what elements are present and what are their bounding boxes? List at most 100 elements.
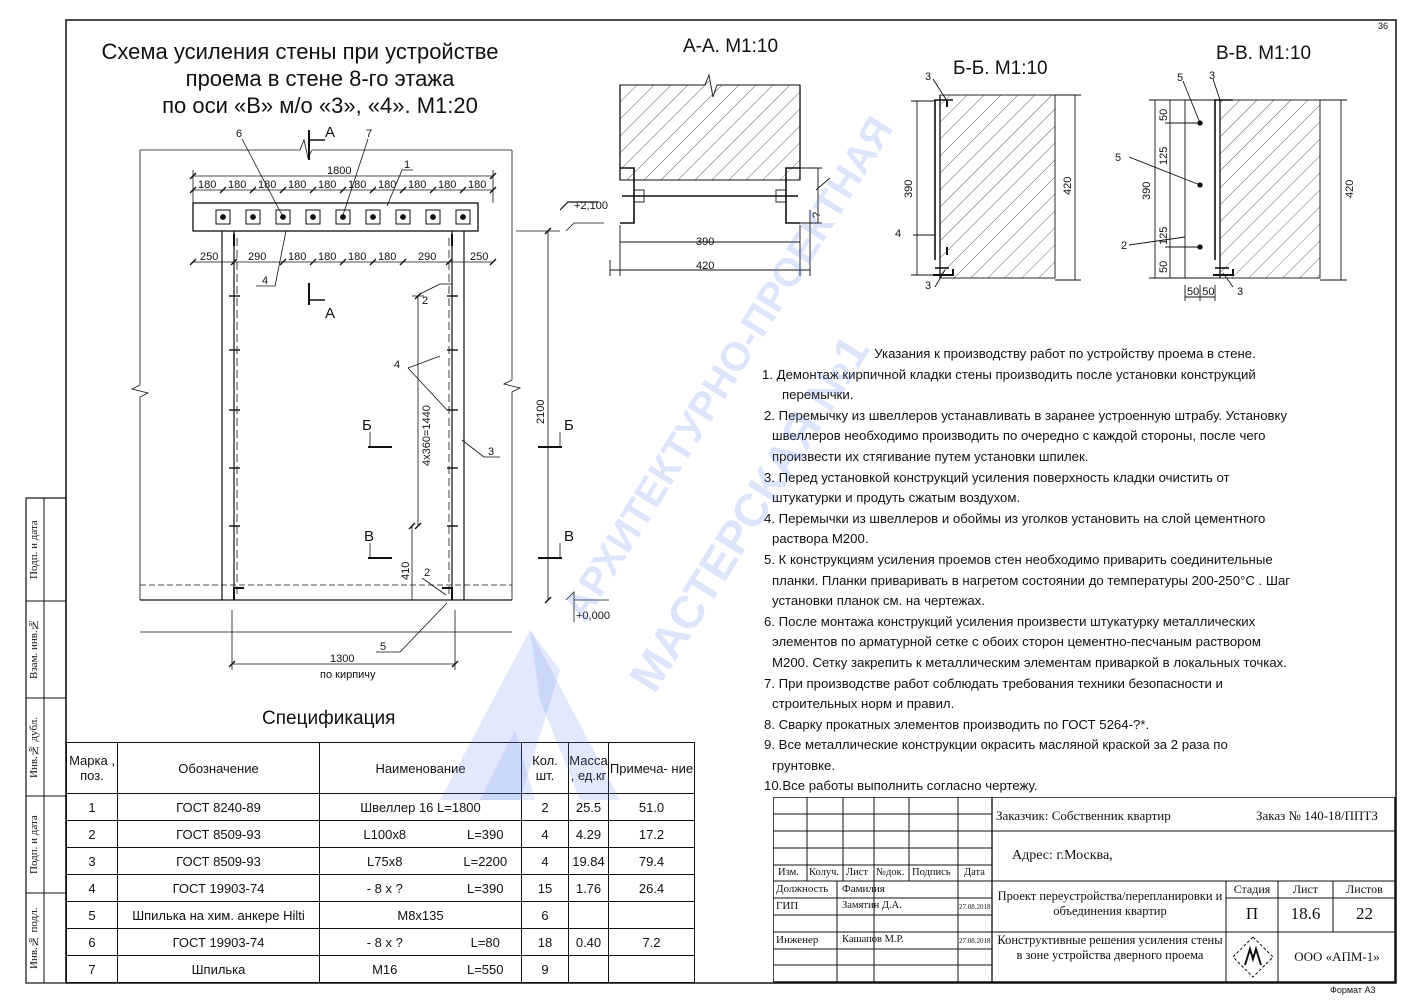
customer: Заказчик: Собственник квартир: [996, 808, 1171, 823]
spec-header-qty: Кол. шт.: [521, 742, 569, 794]
pos-6: 6: [236, 128, 242, 140]
side-label-original: Инв.№ подл.: [28, 907, 40, 969]
spec-cell: M8x135: [319, 901, 522, 929]
spec-cell: ГОСТ 19903-74: [117, 874, 320, 902]
title-line-3: по оси «В» м/о «3», «4». М1:20: [162, 93, 478, 118]
dim-410: 410: [400, 562, 412, 580]
company-logo-icon: [1232, 936, 1274, 978]
bb-pos-4: 4: [895, 228, 901, 240]
dim-1300: 1300: [330, 653, 354, 665]
spec-cell: Швеллер 16 L=1800: [319, 793, 522, 821]
vv-dim-420: 420: [1344, 180, 1356, 198]
dim-step-3: 180: [258, 179, 276, 191]
section-aa-drawing: 390 420 ?: [560, 73, 830, 276]
spec-cell: [568, 955, 609, 983]
spec-cell: 6: [521, 901, 569, 929]
dim-2100: 2100: [535, 400, 547, 424]
spec-cell: ГОСТ 19903-74: [117, 928, 320, 956]
spec-cell: [568, 901, 609, 929]
pos-2-top: 2: [422, 295, 428, 307]
cut-v-left: В: [364, 528, 374, 545]
vv-dim-125-top: 125: [1158, 147, 1170, 165]
spec-cell: L100x8: [319, 820, 450, 848]
spec-cell: 4.29: [568, 820, 609, 848]
aa-dim-q: ?: [811, 212, 823, 218]
note-line: 10.Все работы выполнить согласно чертежу…: [764, 778, 1038, 794]
note-line: перемычки.: [782, 387, 854, 403]
page-number: 36: [1378, 21, 1389, 31]
order-number: Заказ № 140-18/ППТЗ: [1256, 808, 1378, 823]
dim-note: по кирпичу: [320, 669, 376, 681]
spec-cell: 51.0: [608, 793, 695, 821]
title-line-2: проема в стене 8-го этажа: [185, 66, 455, 91]
dim-180-d: 180: [378, 251, 396, 263]
col-date: Дата: [964, 867, 985, 878]
note-line: 8. Сварку прокатных элементов производит…: [764, 716, 1150, 732]
side-label-sign-date-2: Подп. и дата: [28, 815, 40, 875]
work-instructions: Указания к производству работ по устройс…: [760, 344, 1360, 797]
spec-cell: 26.4: [608, 874, 695, 902]
spec-header-row: Марка , поз. Обозначение Наименование Ко…: [66, 742, 695, 794]
note-line: швеллеров необходимо производить по очер…: [772, 428, 1266, 444]
pos-5: 5: [380, 641, 386, 653]
sheets-value: 22: [1356, 904, 1373, 923]
gip-date: 27.08.2018: [959, 903, 991, 911]
note-line: 2. Перемычку из швеллеров устанавливать …: [764, 407, 1288, 423]
sheets-label: Листов: [1346, 882, 1383, 896]
table-row: 3 ГОСТ 8509-93 L75x8 L=2200 4 19.84 79.4: [66, 847, 695, 875]
spec-cell: 5: [66, 901, 118, 929]
drawing-title: Схема усиления стены при устройстве прое…: [70, 38, 530, 119]
spec-cell: 4: [66, 874, 118, 902]
spec-cell: ГОСТ 8240-89: [117, 793, 320, 821]
spec-cell: 2: [521, 793, 569, 821]
pos-7: 7: [366, 128, 372, 140]
cut-v-right: В: [564, 528, 574, 545]
note-line: 9. Все металлические конструкции окрасит…: [764, 737, 1228, 753]
spec-cell: Шпилька: [117, 955, 320, 983]
paper-format: Формат А3: [1330, 985, 1376, 995]
bb-dim-420: 420: [1062, 177, 1074, 195]
spec-cell: M16: [319, 955, 450, 983]
dim-step-1: 180: [198, 179, 216, 191]
bb-pos-3-bottom: 3: [925, 280, 931, 292]
vv-pos-2: 2: [1121, 240, 1127, 252]
pos-2-bottom: 2: [424, 567, 430, 579]
note-line: произвести их стягивание путем установки…: [772, 448, 1089, 464]
table-row: 2 ГОСТ 8509-93 L100x8 L=390 4 4.29 17.2: [66, 820, 695, 848]
note-line: установки планок см. на чертежах.: [772, 593, 985, 609]
cut-a-top: А: [325, 124, 335, 141]
aa-dim-390: 390: [696, 236, 714, 248]
level-zero: +0,000: [576, 610, 610, 622]
spec-cell: 79.4: [608, 847, 695, 875]
note-line: элементов по арматурной сетке с обоих ст…: [772, 634, 1261, 650]
dim-step-5: 180: [318, 179, 336, 191]
project-name: Проект переустройства/перепланировки и о…: [997, 889, 1223, 918]
col-izm: Изм.: [778, 867, 799, 878]
spec-cell: 0.40: [568, 928, 609, 956]
vv-dim-390: 390: [1141, 182, 1153, 200]
bb-pos-3-top: 3: [925, 71, 931, 83]
note-line: планки. Планки приваривать в нагретом со…: [772, 572, 1291, 588]
aa-dim-420: 420: [696, 260, 714, 272]
elevation-drawing: 1800 180 180 180 180 180 180 180 180 180…: [130, 124, 610, 681]
pos-4-top: 4: [262, 275, 268, 287]
note-line: 3. Перед установкой конструкций усиления…: [764, 469, 1230, 485]
spec-title: Спецификация: [262, 708, 396, 729]
spec-cell: 17.2: [608, 820, 695, 848]
spec-cell: ГОСТ 8509-93: [117, 820, 320, 848]
note-line: 6. После монтажа конструкций усиления пр…: [764, 613, 1256, 629]
note-line: грунтовке.: [772, 757, 836, 773]
stage-value: П: [1245, 904, 1259, 923]
spec-cell: 3: [66, 847, 118, 875]
vv-dim-50-top: 50: [1158, 109, 1170, 121]
spec-header-name: Наименование: [319, 742, 522, 794]
section-bb-title: Б-Б. М1:10: [953, 58, 1048, 79]
note-line: 5. К конструкциям усиления проемов стен …: [764, 551, 1273, 567]
vv-dim-50-50: 50 50: [1187, 286, 1215, 298]
gip-role: ГИП: [776, 900, 799, 912]
dim-290-left: 290: [248, 251, 266, 263]
spec-cell: 25.5: [568, 793, 609, 821]
side-label-duplicate: Инв.№ дубл.: [28, 716, 40, 778]
col-sign: Подпись: [912, 867, 951, 878]
